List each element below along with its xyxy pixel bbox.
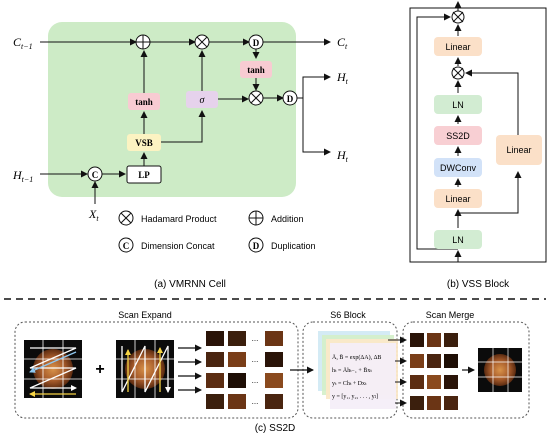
dots-row-4: ... xyxy=(252,397,259,406)
vsb-block xyxy=(127,134,161,151)
s6-equation-4: y = [y₁, y₂, . . . , yₗ] xyxy=(332,394,378,400)
h-out-bottom-label: Ht xyxy=(336,148,349,164)
dots-row-1: ... xyxy=(252,334,259,343)
vss-dwconv-label: DWConv xyxy=(440,163,477,173)
dup-right-letter: D xyxy=(287,94,294,104)
scan-expand-title: Scan Expand xyxy=(118,310,172,320)
s6-equation-2: hₜ = Āhₜ₋₁ + B̄xₜ xyxy=(332,367,372,374)
patch-grid-expand: ... ... ... ... xyxy=(206,331,283,409)
scan-merge-title: Scan Merge xyxy=(426,310,475,320)
vss-ln-bottom-label: LN xyxy=(452,235,464,245)
h-prev-label: Ht−1 xyxy=(12,168,33,184)
vss-linear-top-label: Linear xyxy=(445,42,470,52)
caption-b: (b) VSS Block xyxy=(447,279,510,290)
scan-image-1 xyxy=(24,340,82,398)
vss-ss2d xyxy=(434,126,482,145)
vss-block: Linear Linear LN SS2D DWConv Linear LN (… xyxy=(409,1,547,290)
tanh-left-label: tanh xyxy=(135,97,153,107)
cell-background xyxy=(48,22,296,197)
scan-image-2 xyxy=(116,340,174,398)
ss2d-panel: Scan Expand S6 Block Scan Merge + xyxy=(14,310,530,434)
vss-frame xyxy=(409,7,547,263)
concat-legend-icon xyxy=(118,237,134,253)
vmrnn-cell: Ct−1 D Ct tanh D Ht Ht Ht−1 C xyxy=(12,22,349,290)
dots-row-3: ... xyxy=(252,376,259,385)
concat-legend-letter: C xyxy=(123,241,130,251)
patch-grid-merge xyxy=(410,333,458,410)
legend-concat: Dimension Concat xyxy=(141,241,215,251)
dots-row-2: ... xyxy=(252,355,259,364)
vss-ln-bottom xyxy=(434,230,482,249)
tanh-block-right xyxy=(240,61,272,78)
h-out-top-label: Ht xyxy=(336,70,349,86)
vss-linear-mid-label: Linear xyxy=(445,194,470,204)
s6-block-title: S6 Block xyxy=(330,310,366,320)
legend-duplication: Duplication xyxy=(271,241,316,251)
vss-linear-mid xyxy=(434,189,482,208)
tanh-block-left xyxy=(128,93,160,110)
vss-dwconv xyxy=(434,158,482,177)
tanh-right-label: tanh xyxy=(247,65,265,75)
c-prev-label: Ct−1 xyxy=(13,35,33,51)
lp-label: LP xyxy=(138,170,150,180)
vss-ln-mid-label: LN xyxy=(452,100,464,110)
vss-ln-mid xyxy=(434,95,482,114)
dup-top-letter: D xyxy=(253,38,260,48)
plus-sign: + xyxy=(95,361,104,378)
duplication-legend-icon xyxy=(248,237,264,253)
vss-linear-top xyxy=(434,37,482,56)
legend-addition: Addition xyxy=(271,214,304,224)
legend: Hadamard Product Addition C Dimension Co… xyxy=(118,210,316,253)
vss-linear-side-label: Linear xyxy=(506,145,531,155)
caption-c: (c) SS2D xyxy=(255,423,296,434)
merged-image xyxy=(478,348,522,392)
concat-letter: C xyxy=(92,170,99,180)
vss-ss2d-label: SS2D xyxy=(446,131,470,141)
caption-a: (a) VMRNN Cell xyxy=(154,279,226,290)
x-input-label: Xt xyxy=(88,207,99,223)
s6-equation-1: Ā, B̄ = exp(ΔA), ΔB xyxy=(332,354,381,361)
legend-hadamard: Hadamard Product xyxy=(141,214,217,224)
s6-stack: Ā, B̄ = exp(ΔA), ΔB hₜ = Āhₜ₋₁ + B̄xₜ yₜ… xyxy=(318,331,398,409)
s6-equation-3: yₜ = Chₜ + Dxₜ xyxy=(332,381,367,387)
vsb-label: VSB xyxy=(135,138,153,148)
vss-linear-side xyxy=(496,135,542,165)
sigma-block xyxy=(186,91,218,108)
c-out-label: Ct xyxy=(337,35,348,51)
sigma-label: σ xyxy=(200,95,206,106)
dup-legend-letter: D xyxy=(253,241,260,251)
scan-merge-box xyxy=(402,321,530,419)
